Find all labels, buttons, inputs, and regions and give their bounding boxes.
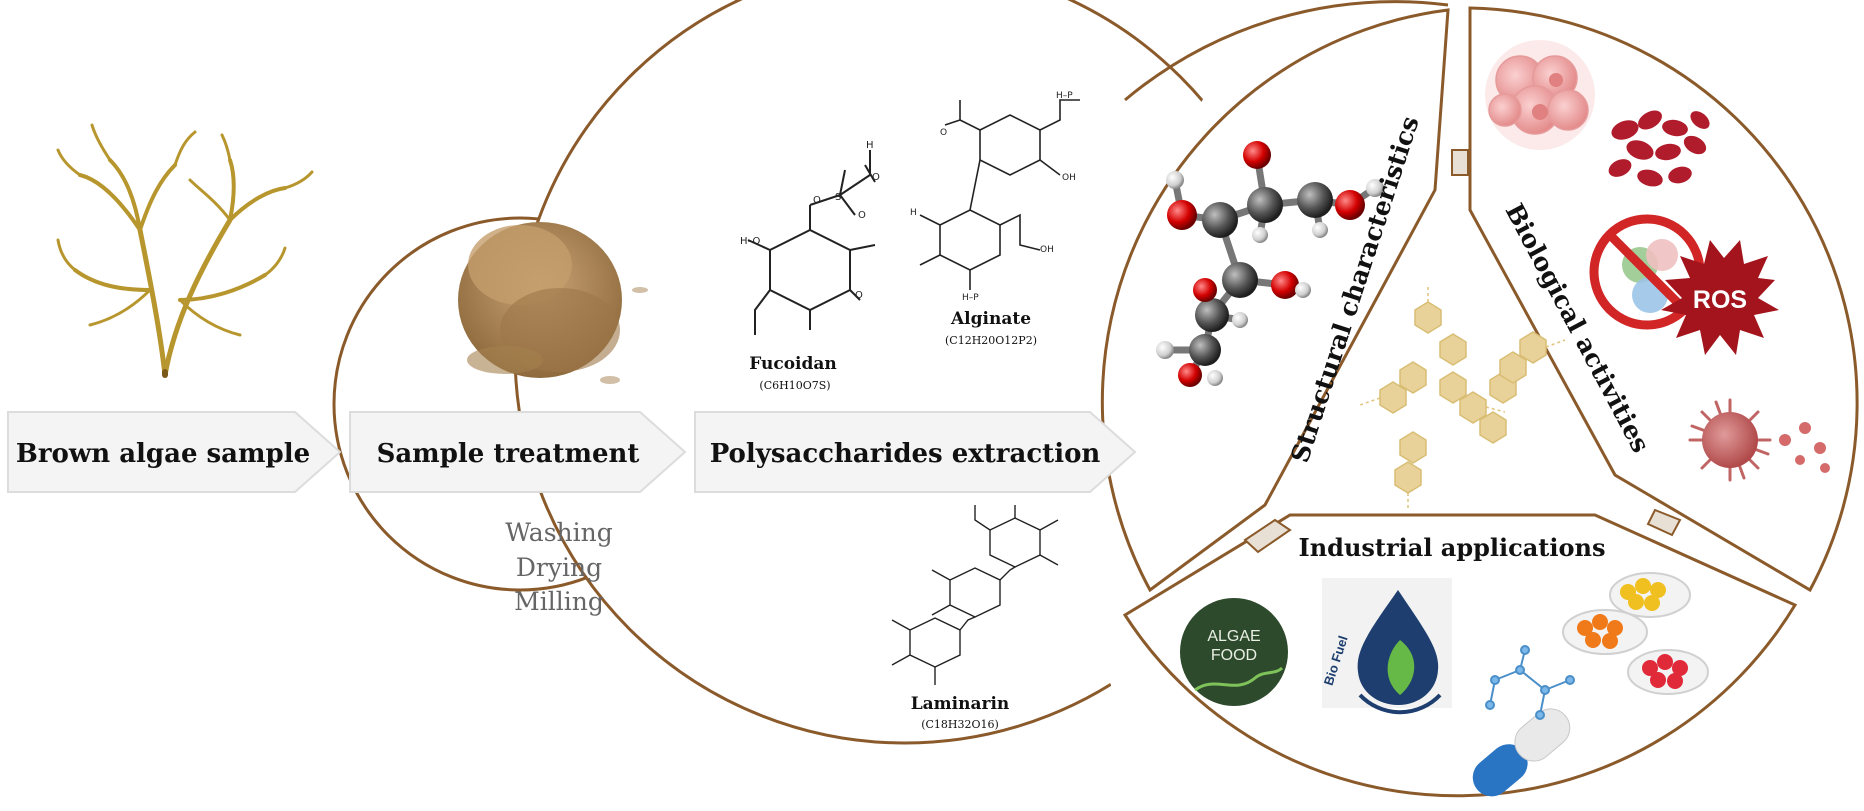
ros-badge: ROS — [1661, 240, 1779, 355]
svg-text:O: O — [858, 210, 866, 221]
sector-notch-top — [1451, 149, 1469, 176]
alginate-formula: (C12H20O12P2) — [945, 334, 1037, 347]
svg-text:O: O — [855, 290, 863, 301]
ball-and-stick-molecule — [1156, 141, 1384, 387]
step-label-sample-treatment: Sample treatment — [377, 439, 640, 469]
algae-food-line2: FOOD — [1211, 647, 1257, 664]
sector-structural — [1100, 8, 1450, 593]
laminarin-structure — [891, 505, 1059, 685]
step-label-polysaccharides: Polysaccharides extraction — [710, 439, 1101, 469]
svg-text:O: O — [813, 195, 821, 206]
svg-text:OH: OH — [1040, 245, 1054, 255]
svg-text:H: H — [866, 140, 874, 151]
laminarin-formula: (C18H32O16) — [921, 718, 999, 731]
treatment-step-milling: Milling — [514, 587, 604, 616]
biofuel-logo: Bio Fuel — [1321, 578, 1452, 715]
fucoidan-name: Fucoidan — [749, 354, 837, 374]
svg-text:H–O: H–O — [740, 236, 761, 247]
virus-icon — [1688, 398, 1830, 482]
gel-beads-spoons-icon — [1562, 572, 1709, 695]
step-arrow-sample-treatment: Sample treatment — [349, 411, 687, 493]
alginate-name: Alginate — [950, 309, 1031, 329]
svg-text:H–P: H–P — [1056, 91, 1073, 101]
laminarin-name: Laminarin — [911, 694, 1010, 714]
sector-notch-right — [1646, 508, 1682, 537]
algae-food-line1: ALGAE — [1207, 628, 1260, 645]
fucoidan-structure: H–O S O O H O O — [740, 140, 880, 335]
algae-powder-image — [458, 222, 648, 384]
treatment-step-drying: Drying — [516, 553, 602, 582]
pharmaceutical-capsule-icon — [1472, 645, 1575, 797]
anti-inflammatory-icon — [1589, 214, 1705, 330]
step-label-brown-algae: Brown algae sample — [16, 439, 310, 469]
step-arrow-brown-algae: Brown algae sample — [7, 411, 342, 493]
alginate-structure: H–P OH H H–P O OH — [910, 91, 1080, 303]
brown-algae-image — [56, 123, 314, 378]
svg-text:O: O — [940, 128, 947, 138]
sector-label-industrial: Industrial applications — [1299, 533, 1606, 562]
svg-text:H–P: H–P — [962, 293, 979, 303]
sector-notch-left — [1243, 518, 1292, 554]
ros-label: ROS — [1693, 286, 1747, 314]
step-arrow-polysaccharides: Polysaccharides extraction — [694, 411, 1137, 493]
svg-text:H: H — [910, 208, 917, 218]
svg-text:O: O — [872, 172, 880, 183]
red-blood-cells-icon — [1608, 110, 1710, 187]
treatment-step-washing: Washing — [505, 518, 612, 547]
svg-text:OH: OH — [1062, 173, 1076, 183]
cancer-cells-icon — [1485, 40, 1595, 150]
fucoidan-formula: (C6H10O7S) — [759, 379, 830, 392]
wheel-outer-arc — [1124, 0, 1449, 102]
svg-text:S: S — [835, 192, 841, 203]
algae-food-logo: ALGAE FOOD — [1180, 598, 1288, 706]
polysaccharide-chain-icon — [1379, 301, 1547, 494]
